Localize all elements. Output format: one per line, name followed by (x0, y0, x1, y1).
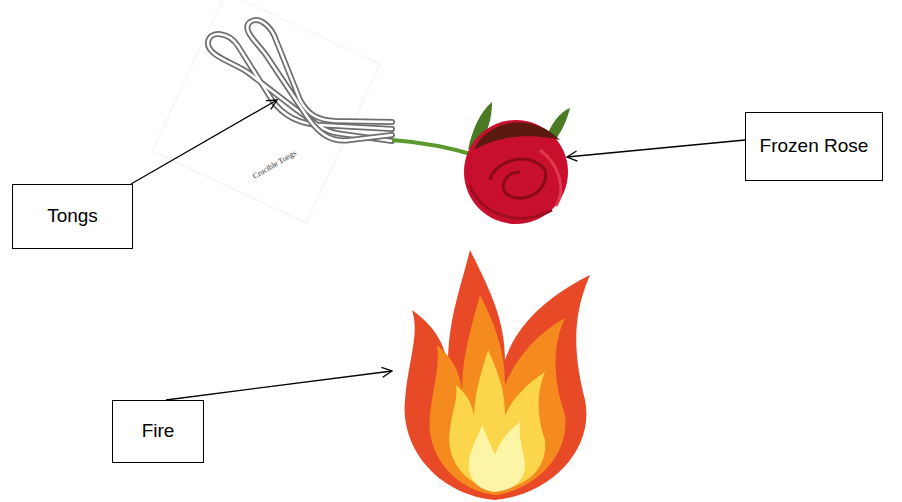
flame-outer (405, 250, 590, 500)
rose-petal-edge (470, 185, 552, 218)
leader-arrow (166, 371, 392, 400)
flame-core (469, 422, 525, 492)
callout-text: Tongs (47, 201, 98, 231)
picture-frame (152, 0, 380, 223)
rose-bloom (464, 120, 568, 224)
tongs-arm (208, 34, 392, 141)
callout-box: Tongs (12, 184, 133, 249)
rose-petal-edge (540, 150, 561, 206)
callout-box: Frozen Rose (745, 112, 883, 181)
rose-illustration (392, 102, 570, 224)
tongs-arm (247, 20, 392, 140)
fire-illustration (405, 250, 590, 500)
leader-arrow (567, 140, 745, 157)
rose-dark-petals (474, 122, 560, 150)
flame-middle (429, 295, 565, 495)
tongs-arm-highlight (247, 20, 392, 140)
callout-box: Fire (112, 400, 204, 463)
tongs-symbol (208, 20, 392, 141)
rose-petal-curl (490, 159, 546, 198)
callout-text: Frozen Rose (760, 131, 869, 161)
callout-text: Fire (142, 416, 175, 446)
rose-stem (392, 140, 478, 156)
tongs-arm-highlight (208, 34, 392, 141)
tongs-picture (152, 0, 380, 223)
